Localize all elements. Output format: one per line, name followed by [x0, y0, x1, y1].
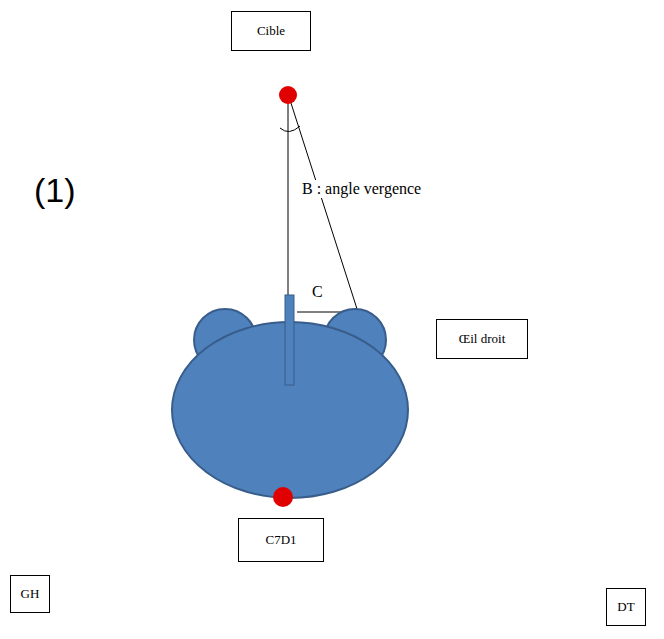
nose-marker: [285, 295, 294, 385]
box-text: DT: [617, 599, 634, 615]
text-box: Cible: [231, 11, 311, 51]
c7d1-dot: [273, 487, 293, 507]
target-dot: [279, 86, 297, 104]
box-text: Œil droit: [459, 331, 506, 347]
text-box: DT: [606, 588, 646, 626]
box-text: Cible: [257, 23, 285, 39]
angle-label: B : angle vergence: [300, 180, 423, 198]
box-text: GH: [21, 586, 40, 602]
hypotenuse-line: [290, 100, 358, 312]
point-label: C: [312, 283, 323, 301]
angle-arc: [280, 126, 300, 132]
text-box: Œil droit: [436, 319, 528, 359]
text-box: C7D1: [238, 518, 324, 562]
box-text: C7D1: [265, 532, 296, 548]
figure-number: (1): [34, 172, 76, 209]
text-box: GH: [10, 575, 50, 613]
